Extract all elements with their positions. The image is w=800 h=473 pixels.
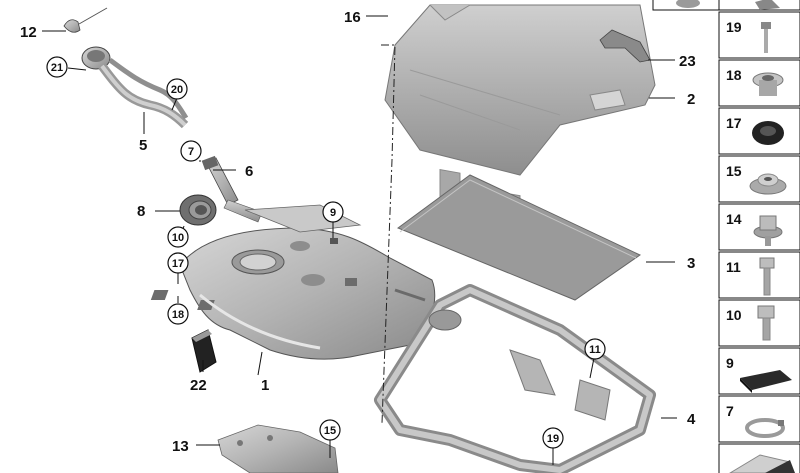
flange-bolt-icon-14	[753, 215, 783, 246]
svg-text:9: 9	[330, 207, 336, 219]
small-parts-panel: 19 18 17 15 14	[652, 0, 800, 473]
svg-text:18: 18	[172, 309, 184, 321]
panel-label-7: 7	[726, 403, 734, 419]
rubber-ring-icon-17	[752, 121, 784, 145]
callout-8: 8	[137, 203, 145, 220]
panel-label-10: 10	[726, 307, 742, 323]
circled-callout-7: 7	[180, 140, 202, 162]
panel-label-18: 18	[726, 67, 742, 83]
foam-pad-icon-9	[740, 370, 792, 393]
circled-callout-11: 11	[584, 338, 606, 360]
circled-callout-18: 18	[167, 303, 189, 325]
filler-neck-part	[81, 46, 189, 129]
callout-6: 6	[245, 163, 253, 180]
nut-icon-15	[749, 173, 787, 195]
callout-13: 13	[172, 438, 189, 455]
svg-text:19: 19	[547, 433, 559, 445]
pad-part	[191, 329, 217, 373]
svg-text:21: 21	[51, 62, 63, 74]
circled-callout-20: 20	[166, 78, 188, 100]
svg-text:15: 15	[324, 425, 336, 437]
callout-5: 5	[139, 137, 147, 154]
grommet-icon-18	[752, 72, 784, 96]
fuel-tank-part	[150, 204, 436, 360]
panel-label-11: 11	[726, 259, 741, 275]
svg-text:7: 7	[188, 146, 194, 158]
vent-valve-part	[63, 7, 108, 33]
svg-text:20: 20	[171, 84, 183, 96]
pipe-connector-part	[201, 155, 263, 223]
svg-text:10: 10	[172, 232, 184, 244]
assembly-line	[381, 44, 396, 424]
callout-4: 4	[687, 411, 696, 428]
circled-callout-17: 17	[167, 252, 189, 274]
panel-label-17: 17	[726, 115, 742, 131]
bracket-part	[599, 29, 651, 63]
circled-callout-21: 21	[46, 56, 68, 78]
svg-text:17: 17	[172, 258, 184, 270]
panel-cell-19	[718, 11, 800, 59]
circled-callout-10: 10	[167, 226, 189, 248]
callout-23: 23	[679, 53, 696, 70]
circled-callout-9: 9	[322, 201, 344, 223]
callout-16: 16	[344, 9, 361, 26]
circled-callout-19: 19	[542, 427, 564, 449]
callout-2: 2	[687, 91, 695, 108]
screw-icon-10	[757, 305, 775, 341]
panel-plate-part	[396, 174, 641, 301]
callout-12: 12	[20, 24, 37, 41]
lower-frame-part	[374, 284, 656, 473]
hose-clamp-icon-7	[745, 418, 785, 438]
hex-bolt-icon-11	[759, 257, 775, 296]
panel-label-15: 15	[726, 163, 742, 179]
panel-label-14: 14	[726, 211, 742, 227]
heat-shield-part	[217, 424, 339, 473]
svg-text:11: 11	[589, 344, 601, 356]
bolt-icon-19	[761, 22, 771, 53]
panel-label-9: 9	[726, 355, 734, 371]
sealing-collar-part	[179, 194, 217, 226]
callout-3: 3	[687, 255, 695, 272]
callout-1: 1	[261, 377, 269, 394]
circled-callout-15: 15	[319, 419, 341, 441]
panel-label-19: 19	[726, 19, 742, 35]
callout-22: 22	[190, 377, 207, 394]
